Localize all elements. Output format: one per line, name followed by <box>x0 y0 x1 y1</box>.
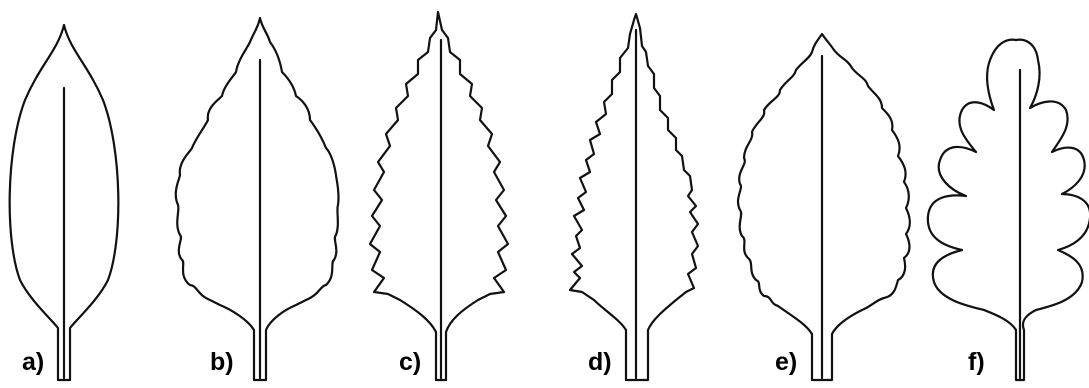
leaf-c: c) <box>370 12 508 380</box>
leaf-a-label: a) <box>22 348 44 376</box>
leaf-c-label: c) <box>399 348 421 376</box>
leaf-f: f) <box>928 40 1089 380</box>
leaf-f-label: f) <box>968 348 985 376</box>
leaf-d: d) <box>570 14 698 380</box>
leaf-e: e) <box>738 34 910 380</box>
leaf-b: b) <box>176 18 339 380</box>
leaf-d-outline <box>570 14 698 380</box>
leaf-b-label: b) <box>210 348 234 376</box>
leaf-c-outline <box>370 12 508 380</box>
leaf-f-outline <box>928 40 1089 380</box>
leaf-e-outline <box>738 34 910 380</box>
leaf-e-label: e) <box>775 348 797 376</box>
leaf-d-label: d) <box>588 348 612 376</box>
leaf-b-outline <box>176 18 339 380</box>
leaf-a: a) <box>10 25 119 380</box>
